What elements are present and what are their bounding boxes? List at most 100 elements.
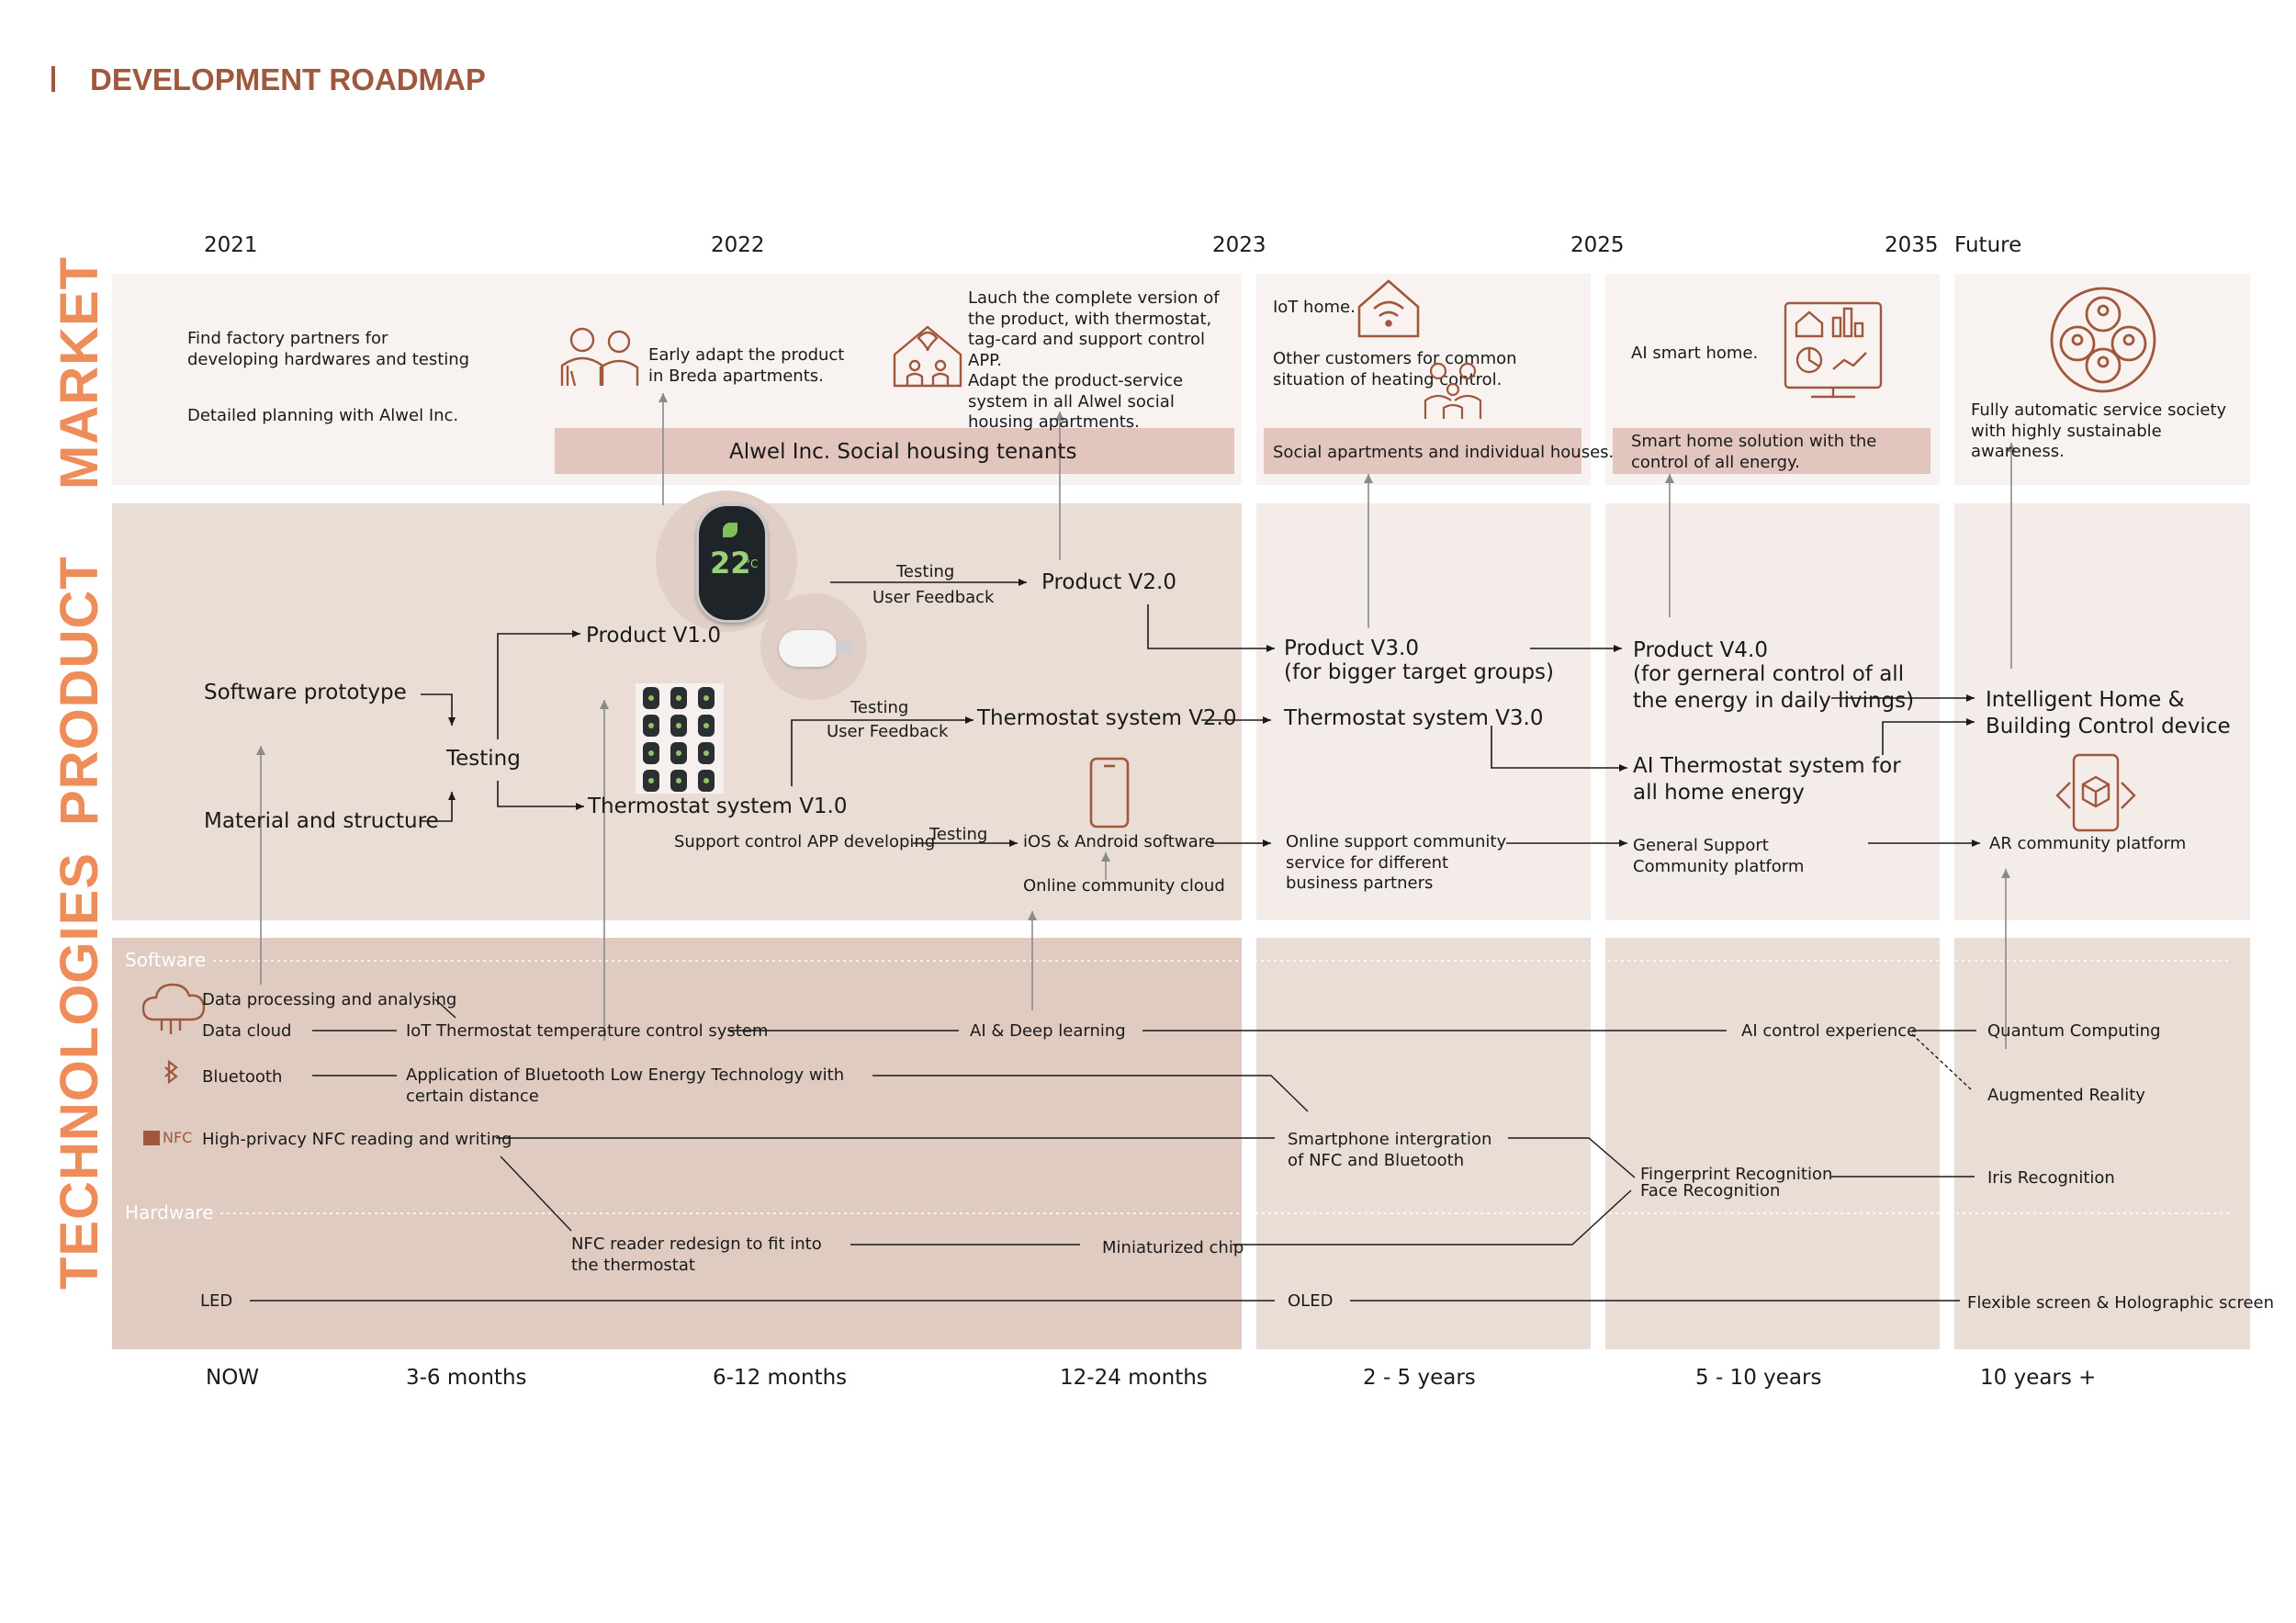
horizon-5-10: 5 - 10 years (1695, 1366, 1822, 1390)
family-house-icon (893, 325, 962, 388)
product-ar-platform: AR community platform (1989, 834, 2187, 853)
smart-dashboard-icon (1784, 301, 1883, 399)
product-online-cloud: Online community cloud (1023, 876, 1225, 896)
product-support-app: Support control APP developing (674, 832, 936, 851)
product-testing-v2: Testing (896, 562, 955, 581)
device-leaf-icon (723, 523, 737, 537)
product-intelligent-home: Intelligent Home & Building Control devi… (1986, 688, 2231, 738)
horizon-3-6: 3-6 months (406, 1366, 527, 1390)
product-software-prototype: Software prototype (204, 681, 407, 704)
page-title: DEVELOPMENT ROADMAP (90, 62, 486, 96)
horizon-12-24: 12-24 months (1060, 1366, 1208, 1390)
family-group-icon (1424, 362, 1482, 419)
product-feedback-v2: User Feedback (872, 588, 995, 607)
title-bar-mark (51, 66, 55, 92)
tech-flexible: Flexible screen & Holographic screen (1967, 1293, 2275, 1313)
thermostat-device: 22 °C (696, 503, 768, 623)
market-find-partners: Find factory partners for developing har… (187, 329, 470, 369)
product-online-support: Online support community service for dif… (1286, 832, 1507, 893)
market-band-10 (1954, 274, 2250, 485)
nfc-n-icon (143, 1131, 160, 1145)
tech-band-2-5 (1256, 938, 1591, 1349)
tech-smartphone-integration: Smartphone intergration of NFC and Bluet… (1288, 1130, 1492, 1170)
tech-bluetooth: Bluetooth (202, 1067, 283, 1087)
year-2021: 2021 (204, 233, 258, 257)
market-social-apartments: Social apartments and individual houses. (1273, 443, 1615, 462)
smartphone-icon (1089, 757, 1130, 828)
year-2035: 2035 (1885, 233, 1939, 257)
horizon-2-5: 2 - 5 years (1363, 1366, 1476, 1390)
year-2022: 2022 (711, 233, 765, 257)
tech-band-5-10 (1605, 938, 1940, 1349)
market-detailed-planning: Detailed planning with Alwel Inc. (187, 406, 459, 425)
tag-card-connector (836, 641, 852, 654)
smart-home-bar (1613, 428, 1930, 474)
product-general-support: General Support Community platform (1633, 836, 1805, 876)
market-iot-home: IoT home. (1273, 298, 1356, 317)
tech-ble-app: Application of Bluetooth Low Energy Tech… (406, 1065, 845, 1106)
product-testing-thermo: Testing (850, 698, 909, 717)
market-adapt-service: Adapt the product-service system in all … (968, 371, 1184, 432)
year-2025: 2025 (1570, 233, 1625, 257)
tech-nfc-high: High-privacy NFC reading and writing (202, 1130, 512, 1149)
horizon-10plus: 10 years + (1980, 1366, 2097, 1390)
market-launch-complete: Lauch the complete version of the produc… (968, 288, 1220, 370)
tech-software-label: Software (125, 949, 207, 971)
year-2023: 2023 (1212, 233, 1266, 257)
product-band-10 (1954, 503, 2250, 920)
tag-card-device (779, 630, 838, 667)
ar-cube-phone-icon (2055, 753, 2136, 832)
market-smart-home-solution: Smart home solution with the control of … (1631, 432, 1877, 472)
product-thermostat-v2: Thermostat system V2.0 (977, 706, 1237, 730)
tech-quantum: Quantum Computing (1987, 1021, 2161, 1041)
product-testing-app: Testing (929, 825, 988, 844)
nfc-logo: NFC (163, 1129, 193, 1146)
product-v4-sub: (for gerneral control of all the energy … (1633, 662, 1915, 713)
wifi-home-icon (1357, 279, 1420, 338)
product-feedback-thermo: User Feedback (827, 722, 949, 741)
tech-nfc-reader: NFC reader redesign to fit into the ther… (571, 1234, 822, 1275)
horizon-now: NOW (206, 1366, 260, 1390)
tech-fingerprint: Fingerprint Recognition (1640, 1165, 1833, 1184)
tech-ai-deep: AI & Deep learning (970, 1021, 1126, 1041)
product-v2: Product V2.0 (1041, 570, 1176, 594)
cloud-icon (141, 983, 206, 1034)
tech-iris: Iris Recognition (1987, 1168, 2115, 1188)
product-testing: Testing (446, 747, 521, 771)
alwel-tenants-bar (555, 428, 1234, 474)
product-ai-thermostat: AI Thermostat system for all home energy (1633, 754, 1901, 805)
device-temperature: 22 (710, 546, 751, 580)
bluetooth-icon (164, 1059, 178, 1085)
product-v4: Product V4.0 (1633, 638, 1768, 662)
elderly-couple-icon (560, 327, 639, 387)
year-future: Future (1954, 233, 2022, 257)
product-v3-sub: (for bigger target groups) (1284, 660, 1555, 684)
tech-oled: OLED (1288, 1291, 1334, 1311)
social-apartments-bar (1264, 428, 1581, 474)
tech-band-10 (1954, 938, 2250, 1349)
device-unit: °C (745, 558, 759, 570)
product-thermostat-v1: Thermostat system V1.0 (588, 795, 848, 818)
market-alwel-tenants: Alwel Inc. Social housing tenants (729, 440, 1077, 464)
community-circle-icon (2050, 287, 2156, 393)
product-v3: Product V3.0 (1284, 637, 1419, 660)
market-fully-automatic: Fully automatic service society with hig… (1971, 400, 2227, 461)
tech-ai-control: AI control experience (1741, 1021, 1918, 1041)
product-thermostat-v3: Thermostat system V3.0 (1284, 706, 1544, 730)
tech-hardware-label: Hardware (125, 1201, 214, 1223)
product-band-2-5 (1256, 503, 1591, 920)
product-band-5-10 (1605, 503, 1940, 920)
tech-band-now (112, 938, 1242, 1349)
tech-data-processing: Data processing and analysing (202, 990, 457, 1009)
tech-data-cloud: Data cloud (202, 1021, 292, 1041)
tech-iot-thermostat: IoT Thermostat temperature control syste… (406, 1021, 769, 1041)
product-ios-android: iOS & Android software (1023, 832, 1215, 851)
tech-mini-chip: Miniaturized chip (1102, 1238, 1244, 1257)
market-ai-smart-home: AI smart home. (1631, 344, 1759, 363)
tech-augmented: Augmented Reality (1987, 1086, 2145, 1105)
market-early-adapt: Early adapt the product in Breda apartme… (648, 345, 845, 386)
